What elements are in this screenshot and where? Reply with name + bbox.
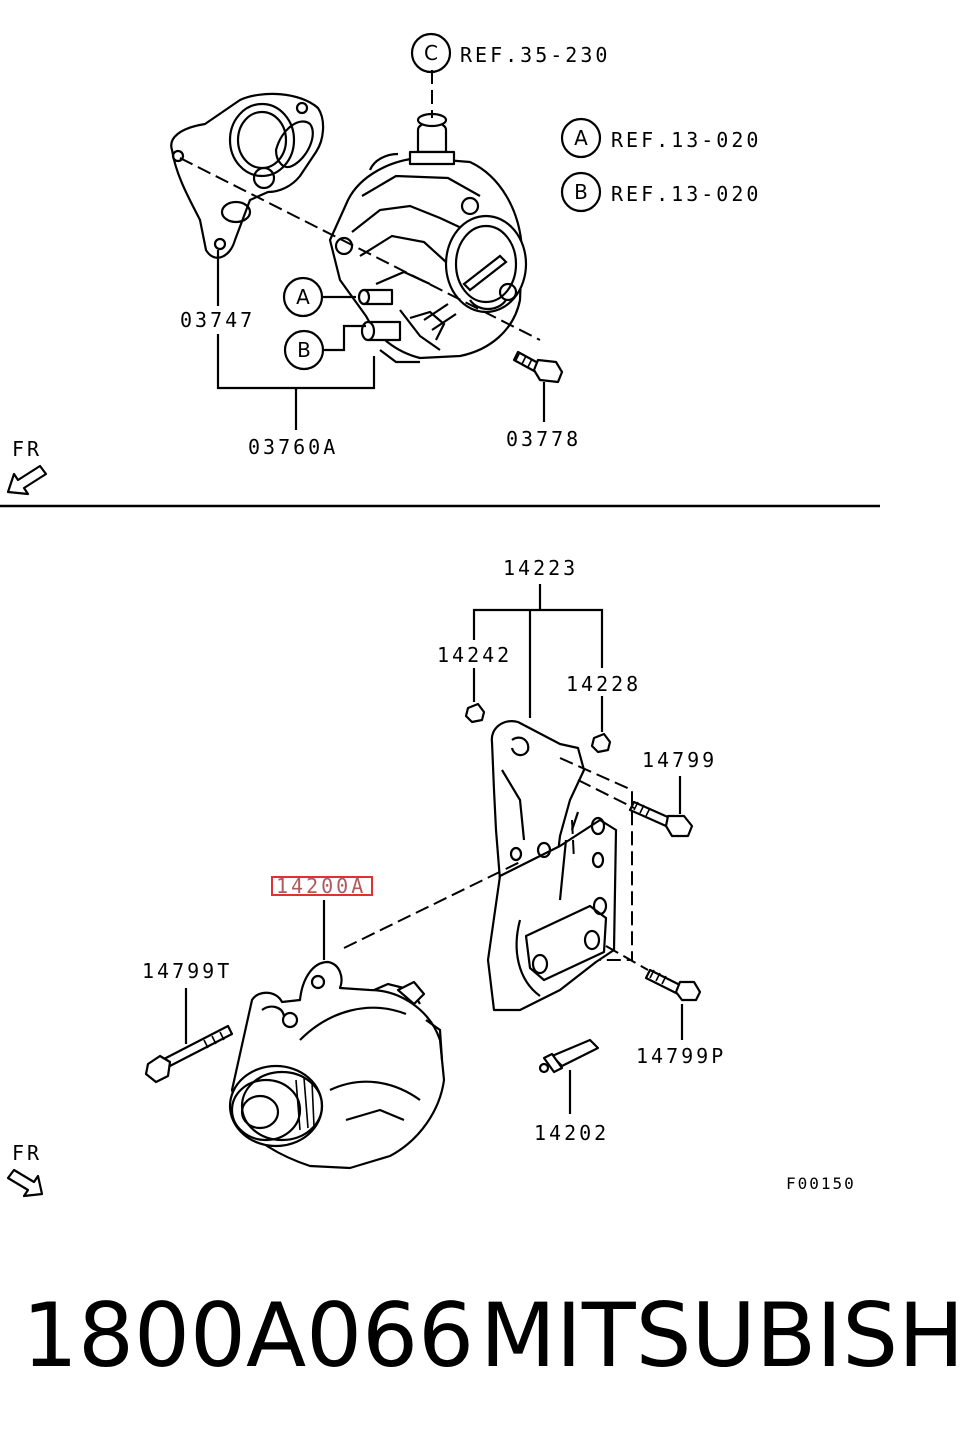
callout-a-letter: A (296, 285, 310, 309)
alternator-bracket-drawing (486, 720, 618, 1012)
part-label-03760a[interactable]: 03760A (248, 435, 338, 459)
part-label-14223[interactable]: 14223 (503, 556, 578, 580)
bolt-14799p-drawing (644, 968, 702, 1002)
vacuum-pump-drawing (328, 112, 528, 364)
fr-label-top: FR (12, 437, 42, 461)
callout-b-letter: B (297, 338, 311, 362)
highlight-box (271, 876, 373, 896)
gasket-drawing (170, 92, 325, 259)
ref-13-020-b-label: REF.13-020 (611, 182, 761, 206)
part-number: 1800A066 (22, 1284, 474, 1387)
bolt-14799t-drawing (144, 1024, 234, 1084)
front-arrow-icon (6, 1168, 44, 1198)
part-label-03778[interactable]: 03778 (506, 427, 581, 451)
part-label-14202[interactable]: 14202 (534, 1121, 609, 1145)
ref-b-letter: B (574, 180, 588, 204)
part-label-14200a[interactable]: 14200A (276, 874, 366, 898)
bolt-14799-drawing (628, 800, 694, 838)
ref-13-020-a-label: REF.13-020 (611, 128, 761, 152)
part-label-14228[interactable]: 14228 (566, 672, 641, 696)
part-label-14799t[interactable]: 14799T (142, 959, 232, 983)
ref-c-letter: C (424, 41, 438, 65)
figure-code: F00150 (786, 1174, 856, 1193)
part-label-14799p[interactable]: 14799P (636, 1044, 726, 1068)
ref-35-230-label: REF.35-230 (460, 43, 610, 67)
nut-14242-drawing (464, 702, 486, 724)
sensor-14202-drawing (538, 1038, 600, 1074)
part-label-03747[interactable]: 03747 (180, 308, 255, 332)
front-arrow-icon (6, 464, 48, 496)
vacuum-pump-assembly: C REF.35-230 A REF.13-020 B REF.13-020 A… (6, 32, 761, 496)
ref-a-letter: A (574, 126, 588, 150)
alternator-assembly: 14223 14242 14228 14799 14200A 14799T 14… (6, 556, 856, 1198)
part-label-14799[interactable]: 14799 (642, 748, 717, 772)
part-label-14242[interactable]: 14242 (437, 643, 512, 667)
alternator-drawing (228, 960, 446, 1170)
fr-label-bottom: FR (12, 1141, 42, 1165)
nut-14228-drawing (590, 732, 612, 754)
brand-name: MITSUBISHI (480, 1284, 960, 1387)
bolt-03778-drawing (512, 350, 564, 384)
